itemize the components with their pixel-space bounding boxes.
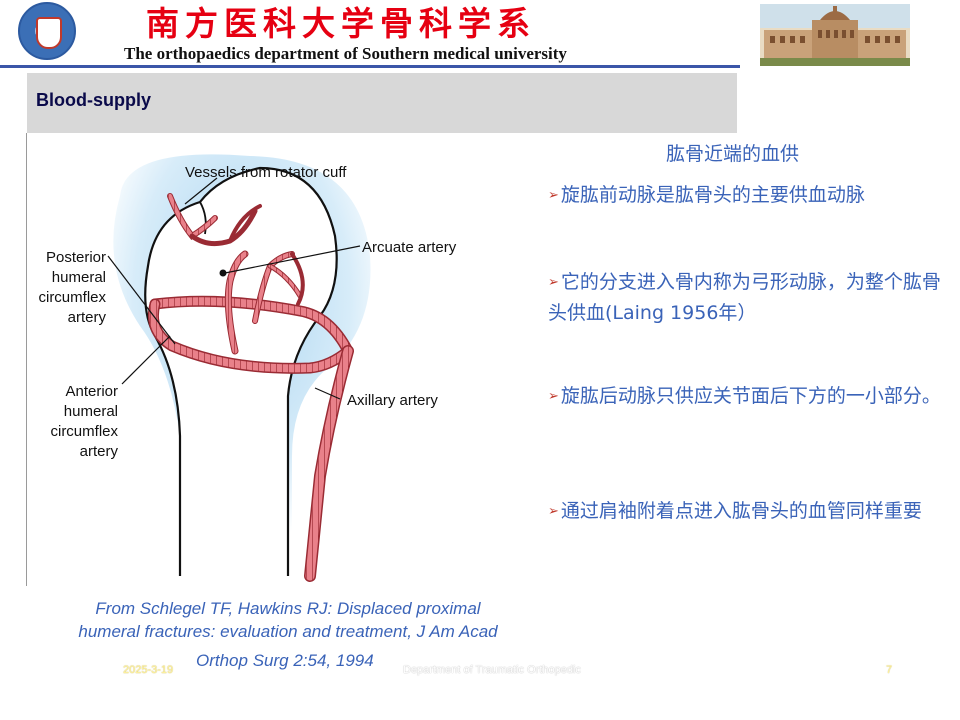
label-vessels-rotator-cuff: Vessels from rotator cuff: [185, 164, 347, 181]
footer-page-number: 7: [886, 664, 893, 676]
university-building-image: [760, 4, 910, 66]
label-anterior-line-2: humeral: [63, 403, 118, 420]
footer-department: Department of Traumatic Orthopedic: [403, 664, 581, 676]
header-rule: [0, 65, 740, 68]
section-title: 肱骨近端的血供: [666, 143, 800, 165]
university-logo: [18, 2, 76, 60]
label-anterior-line-4: artery: [79, 443, 118, 460]
bullet-arrow-icon: ➢: [548, 188, 559, 203]
title-banner: [27, 73, 737, 133]
label-posterior-line-3: circumflex: [38, 289, 106, 306]
bullet-item-3: ➢旋肱后动脉只供应关节面后下方的一小部分。: [548, 381, 953, 412]
label-arcuate-artery: Arcuate artery: [362, 239, 457, 256]
bullet-item-4: ➢通过肩袖附着点进入肱骨头的血管同样重要: [548, 496, 953, 527]
footer-date: 2025-3-19: [123, 664, 174, 676]
header-chinese-title: 南方医科大学骨科学系: [146, 4, 536, 43]
bullet-text-1: 旋肱前动脉是肱骨头的主要供血动脉: [560, 184, 865, 206]
label-anterior-line-1: Anterior: [65, 383, 118, 400]
bullet-arrow-icon: ➢: [548, 275, 559, 290]
bullet-text-2: 它的分支进入骨内称为弓形动脉，为整个肱骨头供血(Laing 1956年）: [548, 271, 941, 324]
caption-line-2: humeral fractures: evaluation and treatm…: [78, 622, 498, 641]
bullet-arrow-icon: ➢: [548, 389, 559, 404]
caption-line-3: Orthop Surg 2:54, 1994: [196, 651, 374, 670]
label-anterior-humeral-circumflex: Anterior humeral circumflex artery: [42, 382, 118, 462]
label-posterior-line-1: Posterior: [45, 249, 106, 266]
label-anterior-line-3: circumflex: [50, 423, 118, 440]
label-posterior-line-2: humeral: [51, 269, 106, 286]
label-axillary-artery: Axillary artery: [347, 392, 438, 409]
humerus-blood-supply-diagram: [107, 154, 371, 582]
figure-border-line: [26, 133, 27, 586]
figure-caption: From Schlegel TF, Hawkins RJ: Displaced …: [38, 597, 538, 643]
bullet-text-4: 通过肩袖附着点进入肱骨头的血管同样重要: [560, 500, 922, 522]
label-posterior-line-4: artery: [67, 309, 106, 326]
slide-title: Blood-supply: [36, 90, 151, 110]
caption-line-1: From Schlegel TF, Hawkins RJ: Displaced …: [95, 599, 481, 618]
bullet-item-2: ➢它的分支进入骨内称为弓形动脉，为整个肱骨头供血(Laing 1956年）: [548, 267, 953, 329]
header-english-title: The orthopaedics department of Southern …: [124, 44, 567, 63]
logo-shield-icon: [36, 17, 62, 49]
bullet-item-1: ➢旋肱前动脉是肱骨头的主要供血动脉: [548, 180, 865, 211]
label-posterior-humeral-circumflex: Posterior humeral circumflex artery: [30, 248, 106, 328]
bullet-text-3: 旋肱后动脉只供应关节面后下方的一小部分。: [560, 385, 941, 407]
bullet-arrow-icon: ➢: [548, 504, 559, 519]
